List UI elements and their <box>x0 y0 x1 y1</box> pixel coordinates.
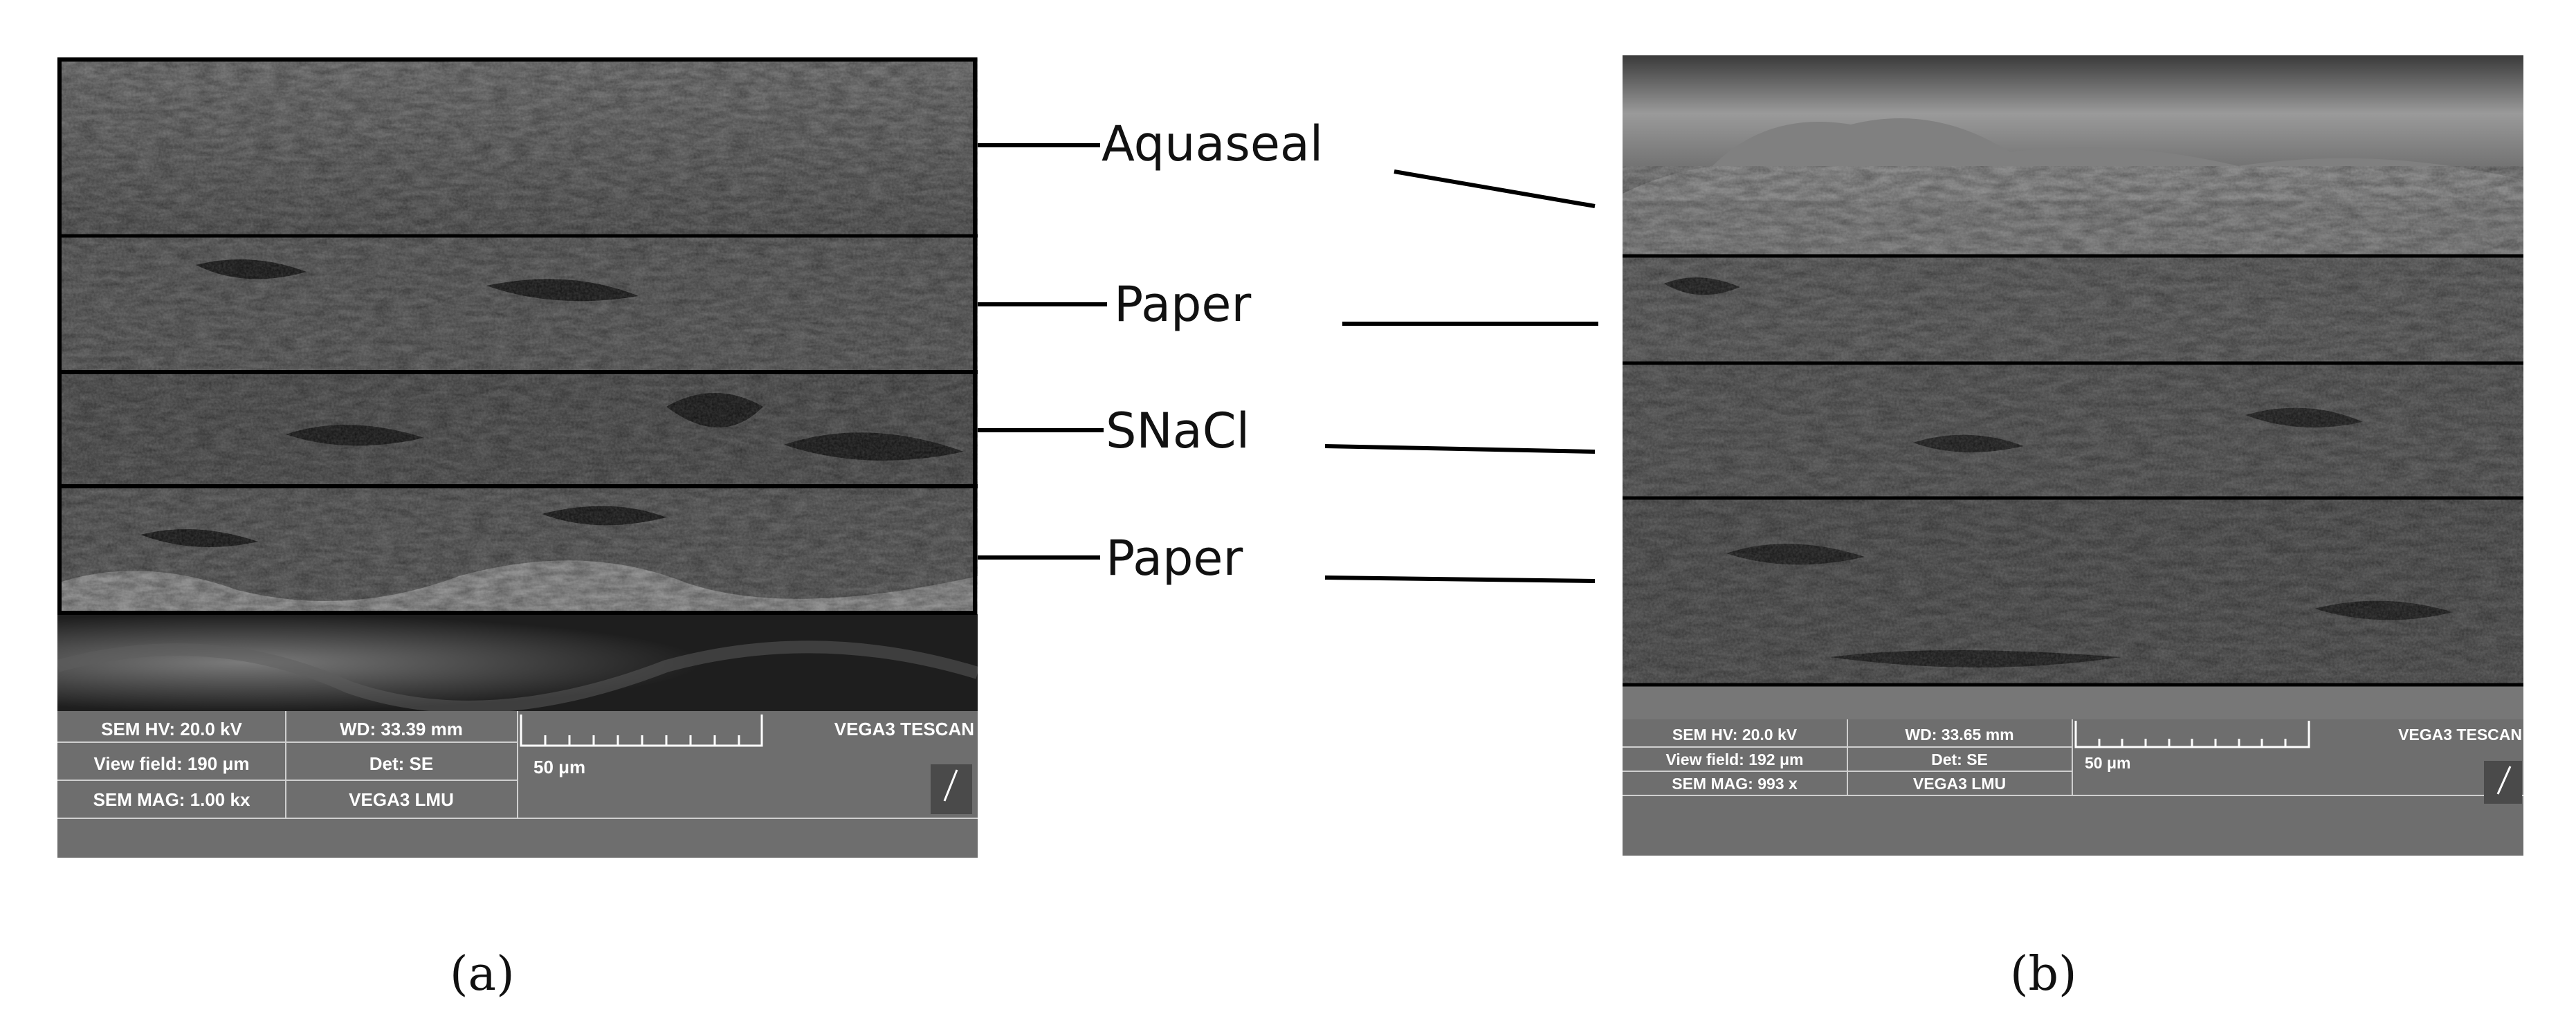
caption-b: (b) <box>2010 947 2077 1002</box>
scale-bar-a <box>520 715 763 747</box>
label-paper-bottom: Paper <box>1106 530 1243 587</box>
brand-a: VEGA3 TESCAN <box>834 719 974 739</box>
tescan-logo-icon <box>931 764 972 814</box>
brand-b: VEGA3 TESCAN <box>2398 726 2522 744</box>
sem-image-b: SEM HV: 20.0 kV View field: 192 μm SEM M… <box>1623 55 2523 856</box>
lmu-b: VEGA3 LMU <box>1913 775 2006 793</box>
sem-hv-a: SEM HV: 20.0 kV <box>101 719 242 739</box>
wd-a: WD: 33.39 mm <box>340 719 463 739</box>
label-aquaseal: Aquaseal <box>1102 116 1324 172</box>
sem-image-a: SEM HV: 20.0 kV View field: 190 μm SEM M… <box>57 57 978 858</box>
sem-info-bar-b: SEM HV: 20.0 kV View field: 192 μm SEM M… <box>1623 719 2523 856</box>
det-a: Det: SE <box>369 753 433 774</box>
sem-mag-a: SEM MAG: 1.00 kx <box>93 789 250 810</box>
caption-a: (a) <box>450 947 515 1002</box>
lmu-a: VEGA3 LMU <box>349 789 454 810</box>
leader-snacl-b <box>1324 444 1596 454</box>
substrate-background <box>57 614 978 711</box>
scale-label-b: 50 μm <box>2085 754 2131 772</box>
view-field-a: View field: 190 μm <box>94 753 250 774</box>
scale-bar-b <box>2074 721 2310 748</box>
label-paper-top: Paper <box>1114 276 1252 333</box>
sem-hv-b: SEM HV: 20.0 kV <box>1672 726 1798 744</box>
wd-b: WD: 33.65 mm <box>1905 726 2013 744</box>
leader-aquaseal-b <box>1394 169 1596 208</box>
sem-mag-b: SEM MAG: 993 x <box>1672 775 1798 793</box>
label-snacl: SNaCl <box>1106 403 1250 459</box>
view-field-b: View field: 192 μm <box>1665 750 1803 768</box>
det-b: Det: SE <box>1931 750 1988 768</box>
leader-paper2-b <box>1324 575 1596 583</box>
sem-info-bar-a: SEM HV: 20.0 kV View field: 190 μm SEM M… <box>57 711 978 858</box>
scale-label-a: 50 μm <box>533 757 585 777</box>
